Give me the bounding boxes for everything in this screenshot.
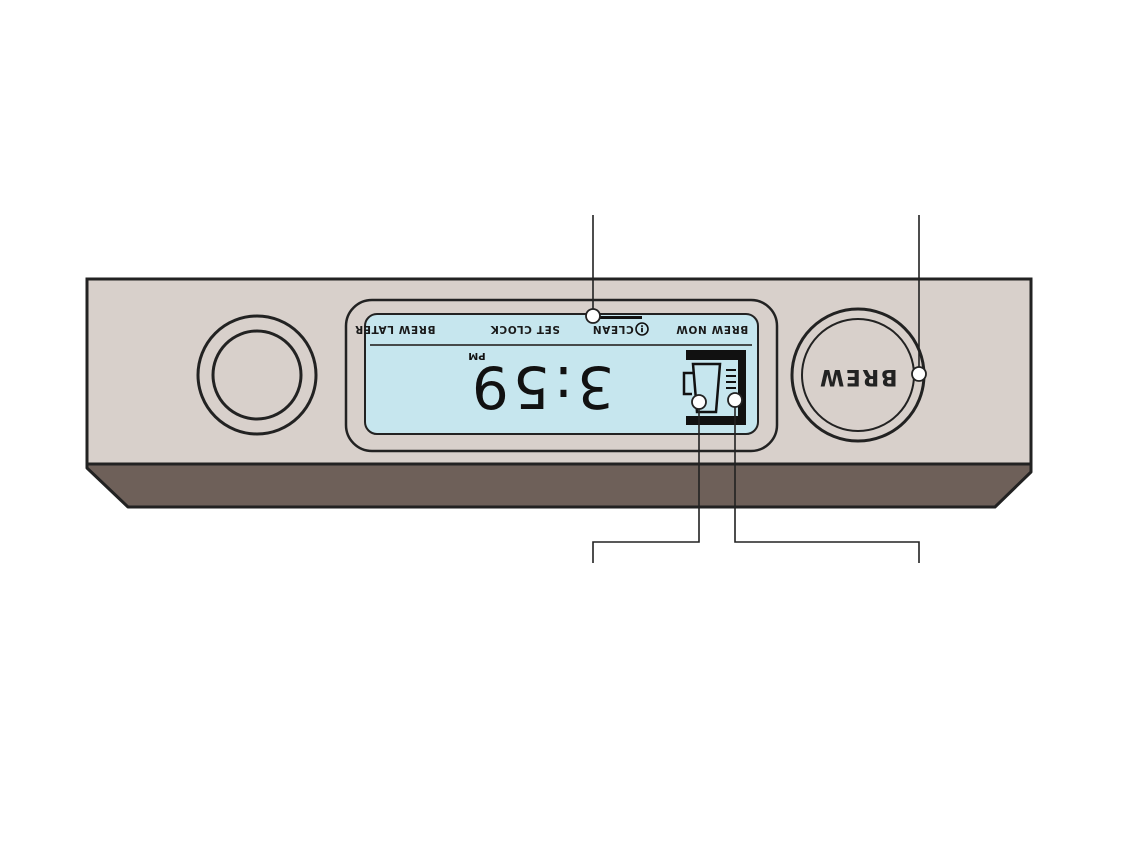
label-brew-later: BREW LATER <box>355 323 436 335</box>
clock-time: 3:59 <box>468 353 614 421</box>
clean-indicator-bar <box>596 316 642 319</box>
label-clean: CLEAN <box>592 323 633 335</box>
dial-knob-icon[interactable] <box>198 316 316 434</box>
label-set-clock: SET CLOCK <box>490 323 560 335</box>
clock-meridiem: PM <box>468 350 485 361</box>
callout-dot-water-tank <box>728 393 742 407</box>
callout-dot-carafe <box>692 395 706 409</box>
brew-button-label: BREW <box>818 364 897 389</box>
callout-dot-clean <box>586 309 600 323</box>
callout-dot-brew-button <box>912 367 926 381</box>
panel-bottom-edge <box>87 462 1031 507</box>
label-brew-now: BREW NOW <box>676 323 749 335</box>
